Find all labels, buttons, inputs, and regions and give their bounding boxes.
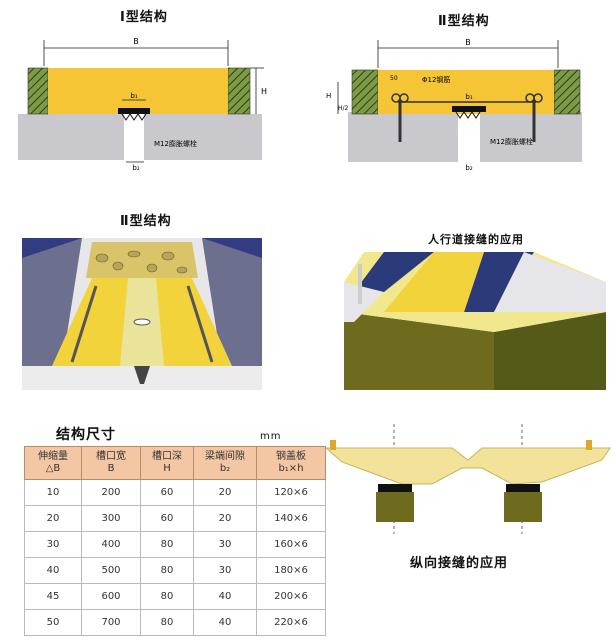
elastomer-fill: [48, 68, 228, 114]
bolt-label: M12膨胀螺栓: [154, 139, 197, 148]
title-type2-photo: Ⅱ型结构: [120, 214, 172, 229]
beam-gap: [458, 112, 480, 176]
header-expansion: 伸缩量△B: [24, 446, 82, 480]
dim-b1-label: b₁: [465, 93, 472, 101]
type2-perspective-illustration: [22, 238, 262, 390]
hatch-right: [553, 69, 581, 115]
type1-section-diagram: B H b₁ M12膨胀螺栓 b₂: [18, 37, 267, 174]
title-type2: Ⅱ型结构: [438, 14, 490, 29]
longitudinal-illustration: [324, 424, 611, 534]
dim-h-label: H: [261, 87, 267, 96]
dim-h2-label: H/2: [338, 105, 349, 112]
dim-b-label: B: [133, 37, 139, 46]
dim-b2-label: b₂: [465, 164, 472, 172]
title-dimensions: 结构尺寸: [56, 427, 116, 443]
hatch-right: [227, 67, 251, 115]
dim-b-label: B: [465, 38, 471, 47]
steel-cover-plate: [118, 108, 150, 114]
dim-h-label: H: [326, 92, 331, 100]
title-longitudinal: 纵向接缝的应用: [410, 556, 509, 571]
dim-50-label: 50: [390, 75, 398, 82]
sidewalk-illustration: [344, 252, 606, 390]
title-type1: Ⅰ型结构: [120, 10, 168, 25]
title-sidewalk: 人行道接缝的应用: [428, 233, 524, 246]
beam-gap: [124, 114, 144, 174]
hatch-left: [27, 67, 49, 115]
dim-b1-label: b₁: [130, 92, 137, 100]
steel-cover-plate: [452, 106, 486, 112]
type2-section-diagram: B H H/2 50 Φ12钢筋 b₁ M12膨胀螺栓 b₂: [326, 38, 582, 176]
dim-b2-label: b₂: [132, 164, 139, 172]
unit-label: mm: [260, 431, 282, 442]
bolt-label: M12膨胀螺栓: [490, 137, 533, 146]
hatch-left: [351, 69, 379, 115]
rebar-label: Φ12钢筋: [422, 75, 450, 84]
